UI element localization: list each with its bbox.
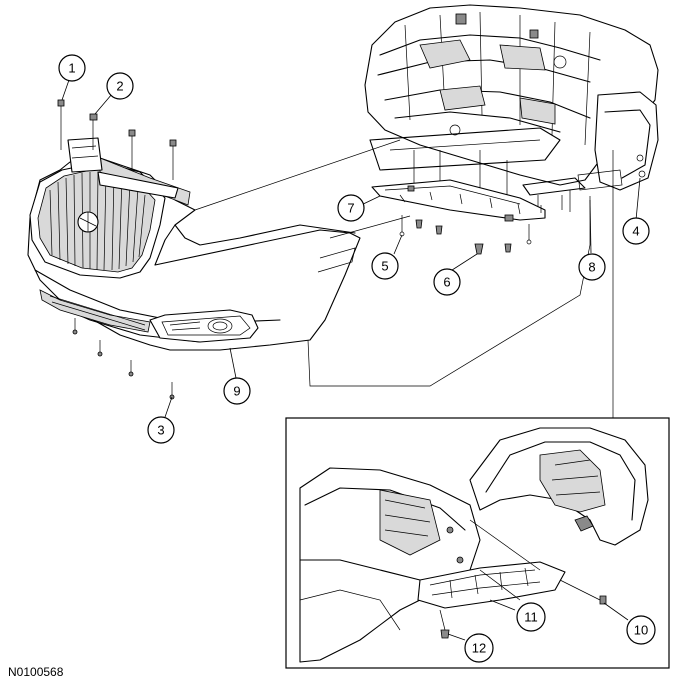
callout-7: 7 (337, 194, 365, 222)
callout-7-label: 7 (347, 201, 354, 216)
lower-air-deflector (371, 179, 546, 222)
callout-5: 5 (371, 252, 399, 280)
callout-11: 11 (516, 602, 546, 632)
callout-11-label: 11 (524, 610, 538, 625)
upper-grille (29, 137, 191, 279)
callout-4: 4 (622, 217, 650, 245)
callout-8: 8 (578, 253, 606, 281)
callout-3: 3 (147, 416, 175, 444)
callout-12-label: 12 (472, 641, 486, 656)
callout-2-label: 2 (116, 79, 123, 94)
callout-1: 1 (58, 54, 86, 82)
callout-10-label: 10 (634, 623, 648, 638)
vehicle-front-structure (364, 4, 659, 191)
detail-view (285, 417, 670, 669)
callout-1-label: 1 (68, 61, 75, 76)
figure-id: N0100568 (8, 665, 64, 679)
callout-9-label: 9 (233, 384, 240, 399)
grille-fasteners (57, 99, 177, 180)
callout-2: 2 (106, 72, 134, 100)
callout-leaders (61, 79, 641, 641)
callout-4-label: 4 (632, 224, 639, 239)
callout-12: 12 (464, 633, 494, 663)
callout-6-label: 6 (443, 275, 450, 290)
callout-9: 9 (223, 377, 251, 405)
push-pin-fasteners (399, 205, 542, 255)
callout-5-label: 5 (381, 259, 388, 274)
callout-10: 10 (626, 615, 656, 645)
callout-8-label: 8 (588, 260, 595, 275)
callout-3-label: 3 (157, 423, 164, 438)
callout-6: 6 (433, 268, 461, 296)
